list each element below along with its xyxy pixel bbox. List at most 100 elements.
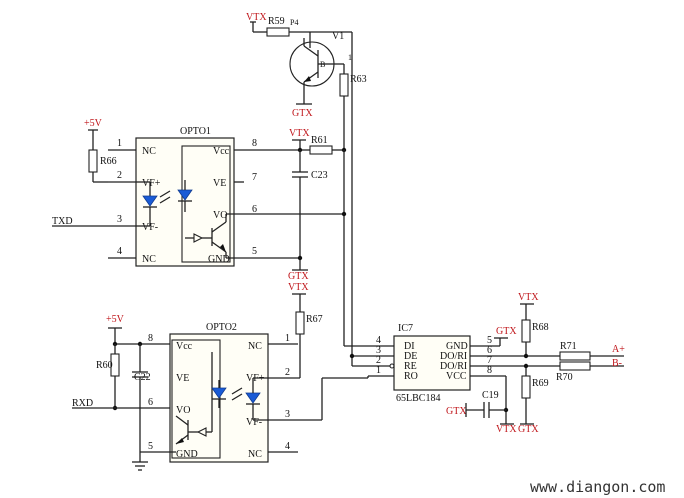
ic7-package xyxy=(393,335,471,391)
ic7-pin3-num: 3 xyxy=(376,345,381,356)
opto2-pin6-label: VO xyxy=(176,405,190,416)
opto1-pin4-label: NC xyxy=(142,254,156,265)
ic7-ref: IC7 xyxy=(398,323,413,334)
opto1-pin8-label: Vcc xyxy=(213,146,230,157)
gtx-label-mid: GTX xyxy=(288,271,309,282)
ic7-pin4-label: DI xyxy=(404,341,415,352)
gtx-label-r69: GTX xyxy=(518,424,539,435)
wire xyxy=(211,241,227,253)
opto2-pin4-label: NC xyxy=(248,449,262,460)
ic7-pin5-label: GND xyxy=(446,341,468,352)
opto1-pin8-num: 8 xyxy=(252,138,257,149)
opto1-pin4-num: 4 xyxy=(117,246,122,257)
plus5v-label-1: +5V xyxy=(84,118,103,129)
plus5v-label-2: +5V xyxy=(106,314,125,325)
opto1-light-arrow-icon xyxy=(159,190,171,198)
ic7-pin8-label: VCC xyxy=(446,371,467,382)
r70-label: R70 xyxy=(556,372,573,383)
opto1-pin5-label: GND xyxy=(208,254,230,265)
ic7-pin5-num: 5 xyxy=(487,335,492,346)
gtx-label-ic: GTX xyxy=(496,326,517,337)
ic7-pin6-num: 6 xyxy=(487,345,492,356)
opto2-name: OPTO2 xyxy=(206,322,237,333)
r63-label: R63 xyxy=(350,74,367,85)
ic7-pin2-num: 2 xyxy=(376,355,381,366)
junction xyxy=(341,211,347,217)
resistor-r66 xyxy=(88,149,98,173)
b-minus-label: B- xyxy=(612,358,622,369)
gtx-label-c19: GTX xyxy=(446,406,467,417)
c22-label: C22 xyxy=(134,372,151,383)
opto1-pin6-num: 6 xyxy=(252,204,257,215)
junction xyxy=(523,363,529,369)
r60-label: R60 xyxy=(96,360,113,371)
opto2-pin2-num: 2 xyxy=(285,367,290,378)
wire xyxy=(303,45,319,57)
r59-label: R59 xyxy=(268,16,285,27)
opto1-name: OPTO1 xyxy=(180,126,211,137)
resistor-r63 xyxy=(339,73,349,97)
resistor-r67 xyxy=(295,311,305,335)
resistor-r68 xyxy=(521,319,531,343)
opto2-pin7-label: VE xyxy=(176,373,189,384)
v1-pin-label: P4 xyxy=(290,18,298,27)
opto1-transistor-arrow xyxy=(220,244,226,252)
ic7-pin8-num: 8 xyxy=(487,365,492,376)
opto2-transistor-arrow xyxy=(176,438,184,444)
bus-section: VTX R68 R69 GTX R71 R70 A+ B- xyxy=(518,292,625,435)
opto2-pin3-num: 3 xyxy=(285,409,290,420)
opto2-pin5-label: GND xyxy=(176,449,198,460)
opto2-light-arrow-icon xyxy=(231,393,243,401)
watermark: www.diangon.com xyxy=(530,478,665,496)
ic7-pin3-label: DE xyxy=(404,351,417,362)
c19-label: C19 xyxy=(482,390,499,401)
opto1-section: OPTO1 1 NC 2 VF+ 3 VF- 4 NC Vcc VE VO GN… xyxy=(52,118,344,267)
resistor-r70 xyxy=(559,361,591,371)
ic7-pin1-label: RO xyxy=(404,371,418,382)
ic7-section: IC7 65LBC184 4 DI 3 DE 2 RE 1 RO 5 GND 6… xyxy=(344,323,560,435)
opto2-pin1-label: NC xyxy=(248,341,262,352)
wire xyxy=(175,415,189,426)
vtx-label-r68: VTX xyxy=(518,292,539,303)
r71-label: R71 xyxy=(560,341,577,352)
opto1-led-icon xyxy=(142,195,158,207)
opto2-section: OPTO2 Vcc VE VO GND NC VF+ VF- NC 8 xyxy=(72,282,368,471)
opto1-pin1-num: 1 xyxy=(117,138,122,149)
c23-label: C23 xyxy=(311,170,328,181)
opto1-pin6-label: VO xyxy=(213,210,227,221)
opto1-pin7-num: 7 xyxy=(252,172,257,183)
transistor-v1-emitter-arrow xyxy=(304,76,311,82)
opto2-pin8-num: 8 xyxy=(148,333,153,344)
resistor-r61 xyxy=(309,145,333,155)
ic7-pin2-inversion-bubble xyxy=(389,363,395,369)
vtx-label-r61: VTX xyxy=(289,128,310,139)
r68-label: R68 xyxy=(532,322,549,333)
resistor-r69 xyxy=(521,375,531,399)
txd-net-label: TXD xyxy=(52,216,73,227)
ic7-pin7-num: 7 xyxy=(487,355,492,366)
opto1-light-arrow-icon xyxy=(159,196,171,204)
vtx-label-r67: VTX xyxy=(288,282,309,293)
opto1-pin3-num: 3 xyxy=(117,214,122,225)
opto1-pin3-label: VF- xyxy=(142,222,158,233)
junction xyxy=(349,353,355,359)
opto1-pin2-label: VF+ xyxy=(142,178,161,189)
opto1-supply-section: VTX R61 C23 GTX xyxy=(288,128,347,346)
opto2-pin3-label: VF- xyxy=(246,417,262,428)
opto2-light-arrow-icon xyxy=(231,387,243,395)
a-plus-label: A+ xyxy=(612,344,625,355)
junction xyxy=(297,255,303,261)
v1-transistor-section: VTX R59 B P4 V1 1 GTX R63 xyxy=(246,12,367,340)
opto2-pin1-num: 1 xyxy=(285,333,290,344)
ic7-pin1-num: 1 xyxy=(376,365,381,376)
resistor-r59 xyxy=(266,27,290,37)
v1-label: V1 xyxy=(332,31,344,42)
opto1-inner-frame xyxy=(181,145,231,263)
wire xyxy=(211,221,227,233)
ic7-pin4-num: 4 xyxy=(376,335,381,346)
opto1-pin1-label: NC xyxy=(142,146,156,157)
r66-label: R66 xyxy=(100,156,117,167)
r61-label: R61 xyxy=(311,135,328,146)
resistor-r71 xyxy=(559,351,591,361)
